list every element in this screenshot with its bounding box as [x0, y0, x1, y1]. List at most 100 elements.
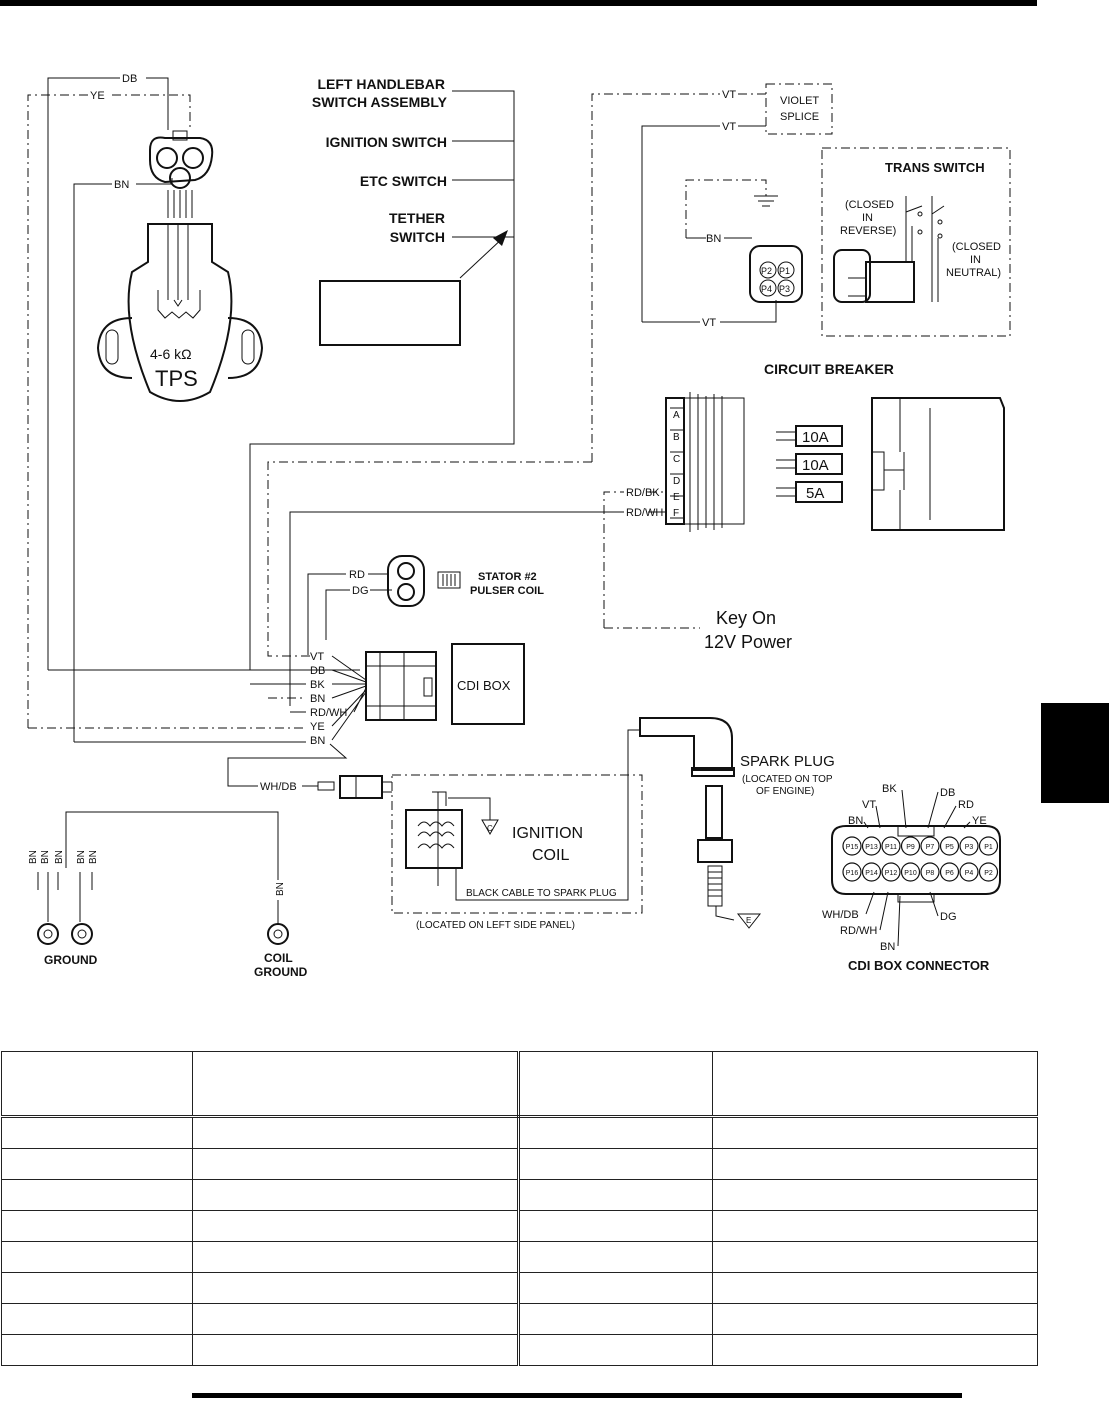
wire-label-wh-db: WH/DB [260, 781, 297, 793]
cdi-pin [881, 836, 901, 856]
cdi-top-label-bk: BK [882, 783, 897, 795]
stator-label-2: PULSER COIL [470, 585, 544, 597]
table-cell [518, 1210, 713, 1242]
table-cell [1, 1241, 193, 1273]
ignition-switch-label: IGNITION SWITCH [326, 134, 447, 150]
table-cell [1, 1334, 193, 1366]
cdi-connector-label: CDI BOX CONNECTOR [848, 958, 990, 973]
trans-pin-p3: P3 [779, 284, 790, 294]
cdi-wire-vt: VT [310, 651, 324, 663]
cdi-pin-label: P3 [965, 844, 974, 851]
table-row [1, 1303, 1038, 1335]
table-cell [712, 1210, 1038, 1242]
closed-neutral-3: NEUTRAL) [946, 267, 1001, 279]
coil-ground-label-1: COIL [264, 951, 293, 965]
switch-labels: LEFT HANDLEBAR SWITCH ASSEMBLY IGNITION … [249, 76, 515, 671]
ground-wire-3: BN [54, 850, 65, 864]
cdi-pin-label: P1 [984, 844, 993, 851]
cdi-wire-rd-wh: RD/WH [310, 707, 347, 719]
table-cell [712, 1148, 1038, 1180]
cdi-pin-label: P13 [865, 844, 878, 851]
breaker-pin-a: A [673, 410, 680, 421]
cdi-pin [842, 862, 862, 882]
breaker-pin-b: B [673, 432, 680, 443]
table-cell [1, 1210, 193, 1242]
coil-ground-wire: BN [275, 882, 286, 896]
spark-plug-label: SPARK PLUG [740, 753, 835, 770]
cdi-pin-label: P11 [885, 844, 897, 851]
wiring-diagram: DB YE BN 4-6 kΩ TPS LEFT HANDLEBAR SWITC… [0, 0, 1037, 979]
cdi-pin [959, 836, 979, 856]
trans-pin-p1: P1 [779, 266, 790, 276]
table-cell [518, 1303, 713, 1335]
wire-label-rd-wh: RD/WH [626, 507, 663, 519]
cdi-pin [939, 836, 960, 856]
table-cell [518, 1241, 713, 1273]
left-handlebar-label-2: SWITCH ASSEMBLY [312, 94, 448, 110]
cdi-bottom-label-dg: DG [940, 911, 957, 923]
violet-splice-label-2: SPLICE [780, 111, 819, 123]
closed-reverse-2: IN [862, 212, 873, 224]
table-cell [192, 1241, 520, 1273]
cdi-pin-label: P14 [865, 870, 878, 877]
section-tab [1041, 703, 1109, 803]
table-cell [712, 1272, 1038, 1304]
breaker-pin-e: E [673, 492, 680, 503]
table-cell [1, 1148, 193, 1180]
table-row [1, 1210, 1038, 1242]
table-row [1, 1179, 1038, 1211]
cdi-pin-label: P15 [846, 844, 859, 851]
cdi-pin [920, 836, 940, 856]
table-cell [518, 1116, 713, 1149]
spark-plug-location-2: OF ENGINE) [756, 786, 814, 797]
closed-reverse-1: (CLOSED [845, 199, 894, 211]
ignition-coil-box [391, 774, 643, 914]
table-cell [1, 1303, 193, 1335]
cdi-pin-label: P7 [926, 844, 935, 851]
cdi-top-label-bn: BN [848, 815, 863, 827]
table-cell [192, 1303, 520, 1335]
wire-table [1, 1051, 1038, 1366]
ground-symbol-c: C [487, 824, 493, 833]
cdi-top-label-db: DB [940, 787, 955, 799]
cdi-pin-label: P5 [945, 844, 954, 851]
table-cell [712, 1116, 1038, 1149]
bottom-rule [192, 1393, 962, 1398]
ignition-coil-label-2: COIL [532, 847, 569, 864]
table-cell [712, 1179, 1038, 1211]
cdi-pin [900, 836, 921, 856]
ground-section: BN BN BN BN BN GROUND BN COIL GROUND [28, 811, 308, 979]
violet-splice-label-1: VIOLET [780, 95, 819, 107]
wire-label-vt-3: VT [702, 317, 716, 329]
cdi-pin [978, 862, 999, 882]
tether-label-2: SWITCH [390, 229, 445, 245]
table-cell [192, 1272, 520, 1304]
circuit-breaker: CIRCUIT BREAKER A B C D E F 10A 10A 5A R… [267, 361, 1005, 706]
table-row [1, 1116, 1038, 1149]
ground-wire-5: BN [88, 850, 99, 864]
table-header-row [1, 1051, 1038, 1118]
table-cell [1, 1179, 193, 1211]
table-row [1, 1241, 1038, 1273]
wire-label-vt-1: VT [722, 89, 736, 101]
wire-label-rd-bk: RD/BK [626, 487, 660, 499]
ground-wire-2: BN [40, 850, 51, 864]
table-header-cell [1, 1051, 193, 1118]
cdi-pin-label: P16 [846, 870, 859, 877]
cdi-pin [920, 862, 940, 882]
cdi-wire-bn: BN [310, 693, 325, 705]
spark-plug-location-1: (LOCATED ON TOP [742, 774, 833, 785]
cdi-pin-label: P8 [926, 870, 935, 877]
wire-label-db-tps: DB [122, 73, 137, 85]
cdi-wire-bk: BK [310, 679, 325, 691]
cdi-top-label-ye: YE [972, 815, 987, 827]
cdi-bottom-label-rd-wh: RD/WH [840, 925, 877, 937]
stator-label-1: STATOR #2 [478, 571, 537, 583]
cdi-pin [959, 862, 979, 882]
wire-label-rd-stator: RD [349, 569, 365, 581]
table-header-cell [518, 1051, 713, 1118]
cdi-pin [939, 862, 960, 882]
ground-label: GROUND [44, 953, 98, 967]
cdi-top-label-vt: VT [862, 799, 876, 811]
cdi-wire-bn-2: BN [310, 735, 325, 747]
